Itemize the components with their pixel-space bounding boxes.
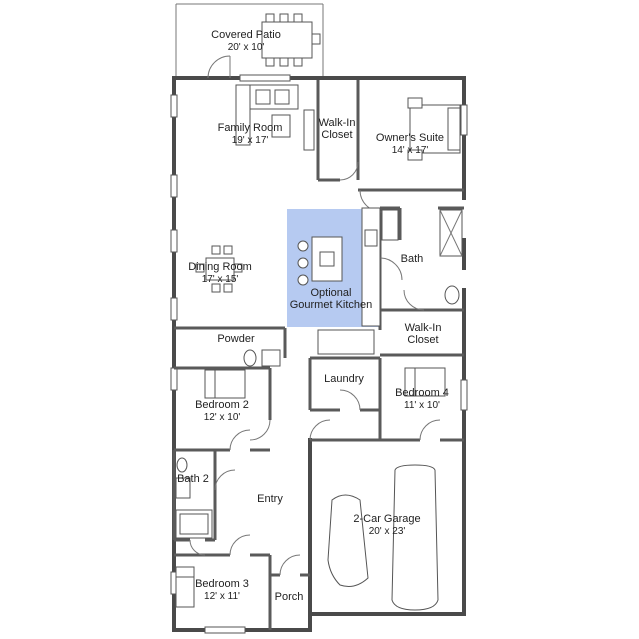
label-bedroom-3: Bedroom 3 (195, 578, 249, 590)
covered-patio-outline (175, 3, 324, 78)
label-owners-suite: Owner's Suite (376, 132, 444, 144)
label-kitchen-1: Optional (311, 287, 352, 299)
label-bath: Bath (401, 253, 424, 265)
label-porch: Porch (275, 591, 304, 603)
label-covered-patio: Covered Patio (211, 29, 281, 41)
label-laundry: Laundry (324, 373, 364, 385)
label-kitchen-2: Gourmet Kitchen (290, 299, 373, 311)
room-labels: Covered Patio 20' x 10' Family Room 19' … (177, 29, 449, 603)
label-walk-in-closet-1b: Closet (321, 129, 352, 141)
label-bedroom-4: Bedroom 4 (395, 387, 449, 399)
interior-walls (172, 80, 464, 630)
label-family-room: Family Room (218, 122, 283, 134)
label-walk-in-closet-2b: Closet (407, 334, 438, 346)
label-dining-room: Dining Room (188, 261, 252, 273)
label-powder: Powder (217, 333, 255, 345)
dim-garage: 20' x 23' (369, 526, 406, 537)
dim-family-room: 19' x 17' (232, 135, 269, 146)
label-bath-2: Bath 2 (177, 473, 209, 485)
exterior-walls (172, 76, 466, 632)
label-bedroom-2: Bedroom 2 (195, 399, 249, 411)
label-walk-in-closet-1a: Walk-In (319, 117, 356, 129)
label-garage: 2-Car Garage (353, 513, 420, 525)
dim-bedroom-4: 11' x 10' (404, 400, 440, 411)
windows (170, 74, 468, 634)
dim-dining-room: 17' x 15' (202, 274, 239, 285)
label-entry: Entry (257, 493, 283, 505)
door-swings (189, 55, 441, 576)
dim-bedroom-3: 12' x 11' (204, 591, 240, 602)
dim-owners-suite: 14' x 17' (392, 145, 429, 156)
furniture (175, 13, 463, 611)
dim-bedroom-2: 12' x 10' (204, 412, 241, 423)
label-walk-in-closet-2a: Walk-In (405, 322, 442, 334)
dim-covered-patio: 20' x 10' (228, 42, 265, 53)
